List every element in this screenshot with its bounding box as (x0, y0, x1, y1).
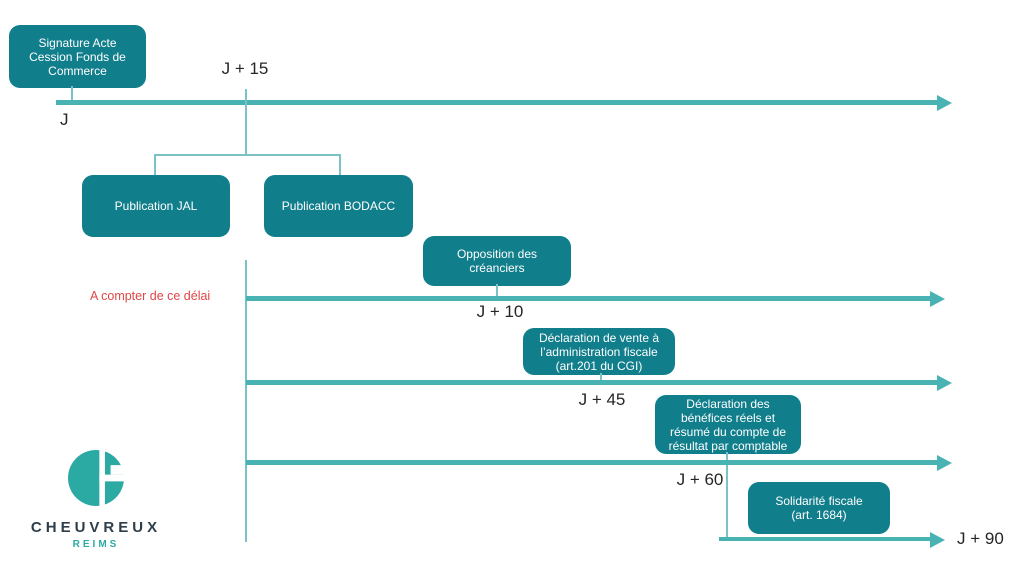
box-line: Déclaration de vente à (538, 330, 660, 345)
box-line: résumé du compte de (669, 424, 787, 439)
box-line: résultat par comptable (668, 438, 788, 453)
arrow-head-icon (937, 95, 952, 111)
box-line: créanciers (469, 261, 525, 275)
branch-connector (154, 154, 341, 156)
timeline-arrow-main (56, 100, 938, 105)
box-line: Publication BODACC (281, 199, 396, 213)
cheuvreux-c-icon (68, 450, 124, 506)
box-declaration-benefices: Déclaration des bénéfices réels et résum… (655, 395, 801, 454)
box-line: Cession Fonds de (29, 49, 126, 64)
box-line: (art.201 du CGI) (555, 358, 643, 373)
logo-name: CHEUVREUX (30, 519, 162, 536)
box-opposition-creanciers: Opposition des créanciers (423, 236, 571, 286)
branch-stub-right (339, 154, 341, 176)
label-j45: J + 45 (578, 390, 626, 409)
box-line: Déclaration des (686, 396, 770, 411)
tick-j15 (245, 89, 247, 155)
timeline-arrow-j60 (246, 460, 938, 465)
arrow-head-icon (937, 375, 952, 391)
box-solidarite-fiscale: Solidarité fiscale (art. 1684) (748, 482, 890, 534)
box-line: (art. 1684) (791, 508, 847, 522)
reference-vertical-line (245, 260, 247, 542)
logo-city: REIMS (72, 539, 120, 550)
label-j: J (60, 110, 69, 129)
branch-stub-left (154, 154, 156, 176)
box-declaration-vente: Déclaration de vente à l’administration … (523, 328, 675, 375)
arrow-head-icon (930, 291, 945, 307)
timeline-arrow-j10 (246, 296, 931, 301)
box-line: Publication JAL (114, 199, 198, 213)
timeline-arrow-j90 (719, 537, 931, 541)
arrow-head-icon (930, 532, 945, 548)
box-line: Opposition des (456, 247, 538, 261)
box-line: Commerce (48, 63, 107, 78)
box-signature-acte: Signature Acte Cession Fonds de Commerce (9, 25, 146, 88)
connector-vente (600, 373, 602, 381)
box-line: Signature Acte (38, 35, 117, 50)
connector-benefices (726, 452, 728, 538)
timeline-arrow-j45 (246, 380, 938, 385)
box-line: l’administration fiscale (540, 344, 658, 359)
label-j90: J + 90 (957, 529, 1004, 548)
label-j10: J + 10 (476, 302, 524, 321)
label-j15: J + 15 (221, 59, 269, 78)
connector-opposition (496, 284, 498, 296)
arrow-head-icon (937, 455, 952, 471)
cheuvreux-logo: CHEUVREUX REIMS (15, 450, 177, 550)
note-a-compter: A compter de ce délai (90, 289, 211, 303)
label-j60: J + 60 (676, 470, 724, 489)
box-publication-jal: Publication JAL (82, 175, 230, 237)
box-publication-bodacc: Publication BODACC (264, 175, 413, 237)
connector-signature (71, 86, 73, 100)
box-line: Solidarité fiscale (775, 494, 863, 508)
box-line: bénéfices réels et (680, 410, 776, 425)
